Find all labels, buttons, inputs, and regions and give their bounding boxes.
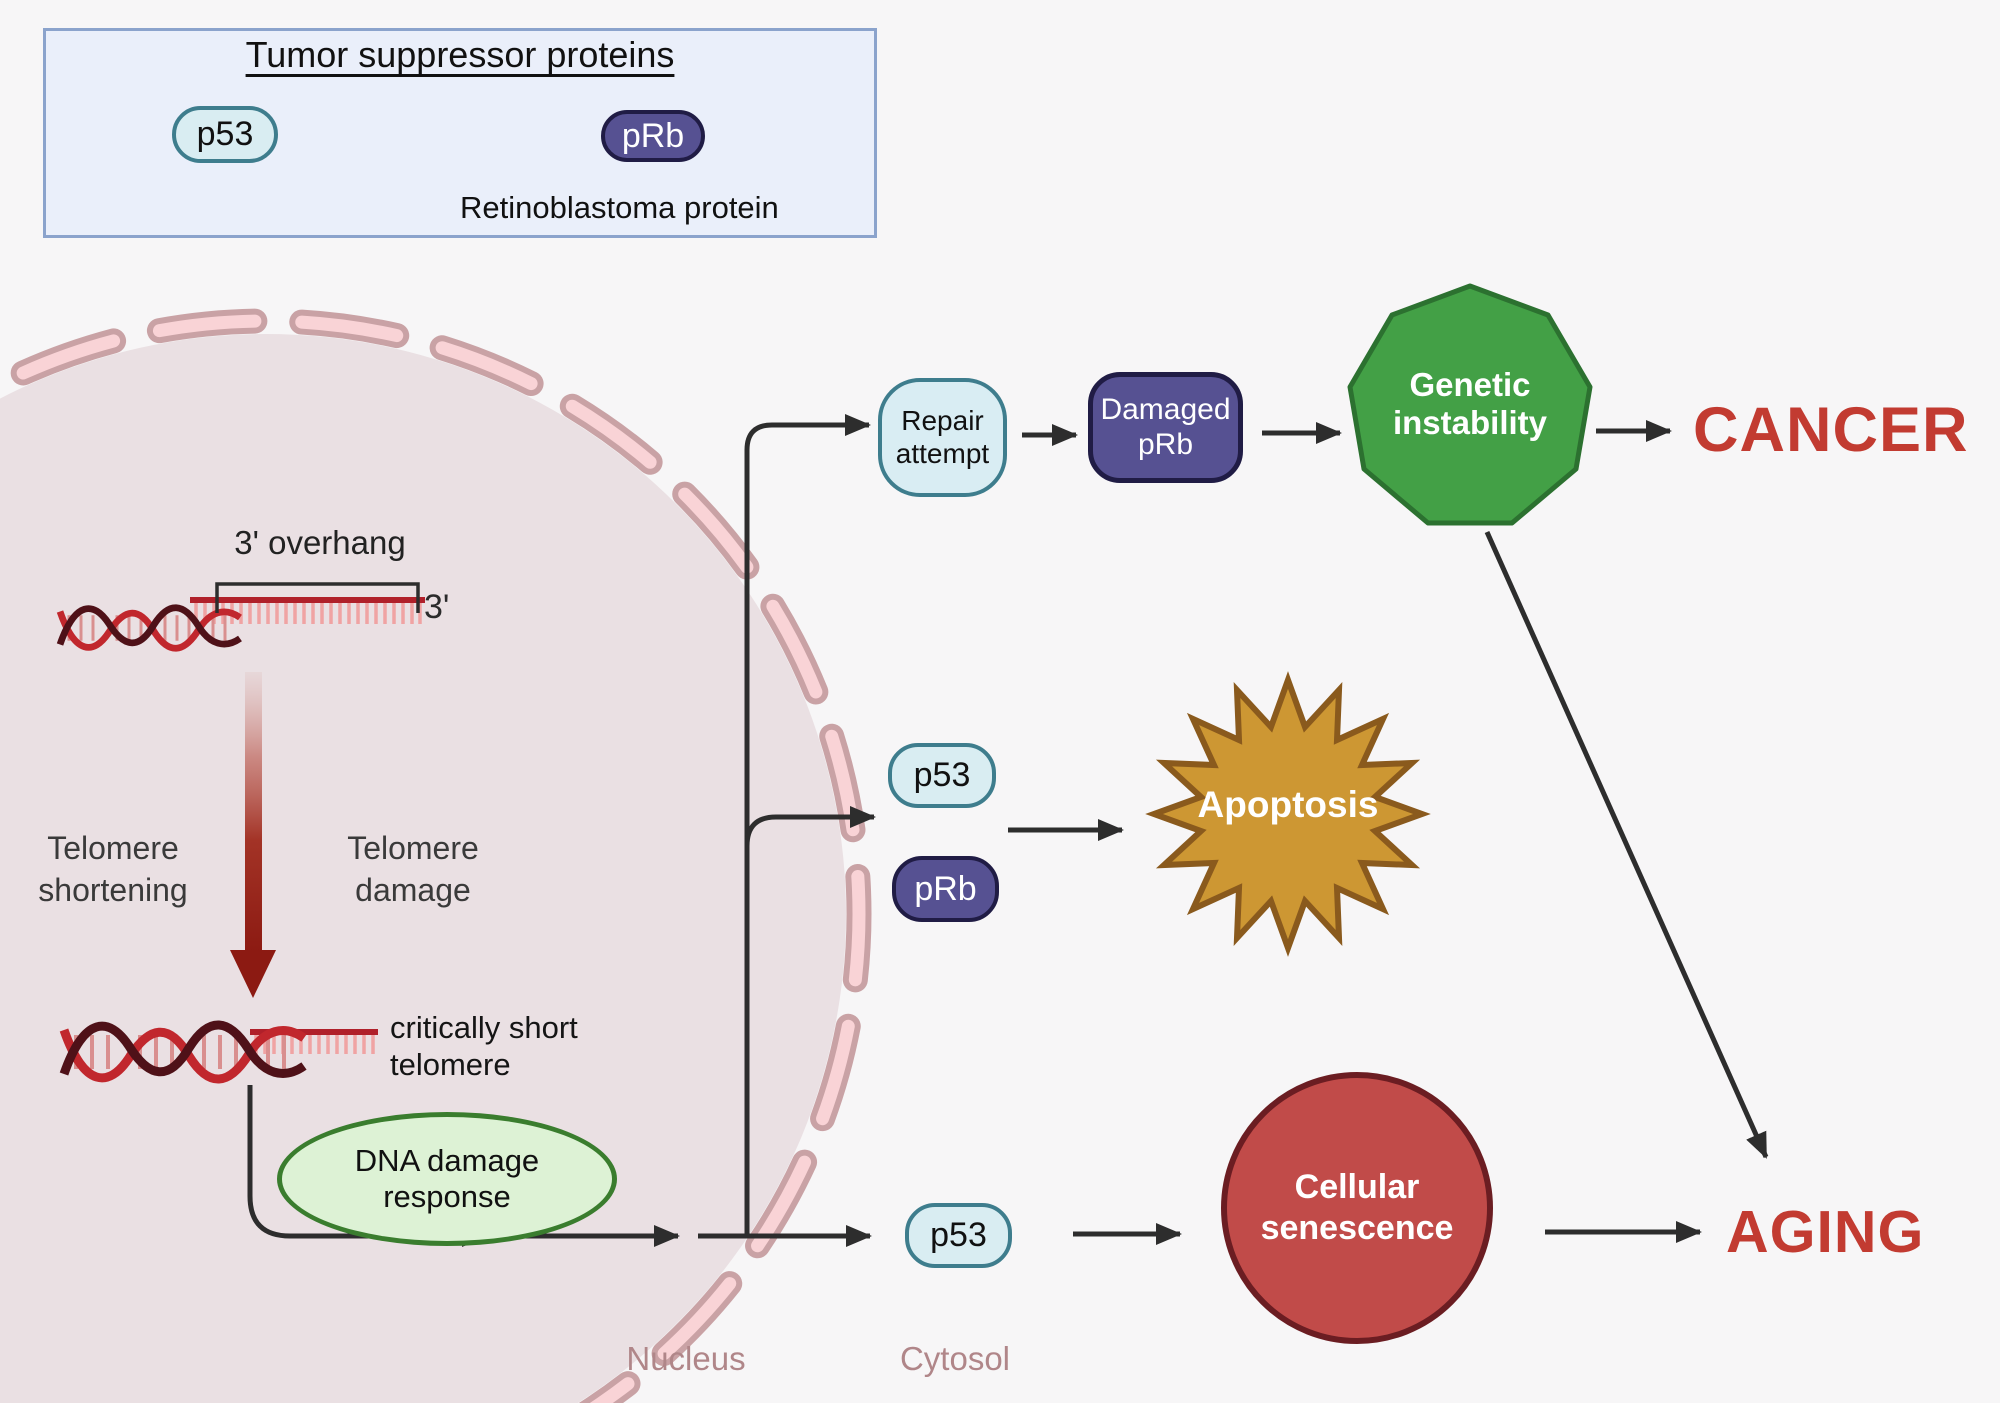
nuclear-membrane <box>0 308 872 1403</box>
prb-pill-legend-label: pRb <box>621 116 685 155</box>
short-telomere-dna <box>59 1020 378 1084</box>
retinoblastoma-caption: Retinoblastoma protein <box>460 190 779 225</box>
overhang-bracket <box>215 582 420 613</box>
dna-damage-response-label: DNA damage response <box>354 1143 540 1214</box>
prb-pill-mid: pRb <box>892 856 999 922</box>
critically-short-telomere-label: critically short telomere <box>390 1010 578 1082</box>
telomere-dna <box>56 597 425 652</box>
apoptosis-starburst <box>1145 671 1431 957</box>
three-prime-label: 3' <box>424 588 450 626</box>
genetic-instability-octagon <box>1347 283 1593 526</box>
prb-pill-mid-label: pRb <box>914 869 977 908</box>
overhang-label: 3' overhang <box>234 524 406 561</box>
repair-attempt-box: Repair attempt <box>878 378 1007 497</box>
p53-pill-legend: p53 <box>172 106 278 163</box>
genetic-instability-text: Genetic instability <box>1392 366 1548 441</box>
p53-pill-mid-label: p53 <box>913 756 971 794</box>
nucleus-label: Nucleus <box>626 1340 746 1377</box>
telomere-shortening-label: Telomere shortening <box>38 830 188 908</box>
p53-pill-legend-label: p53 <box>196 115 254 153</box>
telomere-damage-label: Telomere damage <box>347 830 479 908</box>
cytosol-label: Cytosol <box>899 1340 1011 1377</box>
flow-arrows <box>247 414 1769 1247</box>
dna-damage-response-ellipse: DNA damage response <box>277 1112 617 1246</box>
legend-title: Tumor suppressor proteins <box>245 34 675 75</box>
p53-pill-bottom: p53 <box>905 1203 1012 1268</box>
p53-pill-mid: p53 <box>888 743 996 808</box>
damaged-prb-box: Damaged pRb <box>1088 372 1243 483</box>
aging-label: AGING <box>1726 1199 1925 1265</box>
repair-attempt-label: Repair attempt <box>895 405 990 469</box>
prb-pill-legend: pRb <box>601 110 705 162</box>
cellular-senescence-label: Cellular senescence <box>1260 1168 1454 1247</box>
damaged-prb-label: Damaged pRb <box>1100 393 1231 461</box>
apoptosis-label: Apoptosis <box>1158 784 1418 826</box>
cellular-senescence-circle: Cellular senescence <box>1221 1072 1493 1344</box>
p53-pill-bottom-label: p53 <box>930 1216 987 1254</box>
apoptosis-text: Apoptosis <box>1197 784 1379 825</box>
telomere-shortening-arrow <box>230 672 276 998</box>
genetic-instability-label: Genetic instability <box>1350 366 1590 442</box>
cancer-label: CANCER <box>1693 395 1969 465</box>
